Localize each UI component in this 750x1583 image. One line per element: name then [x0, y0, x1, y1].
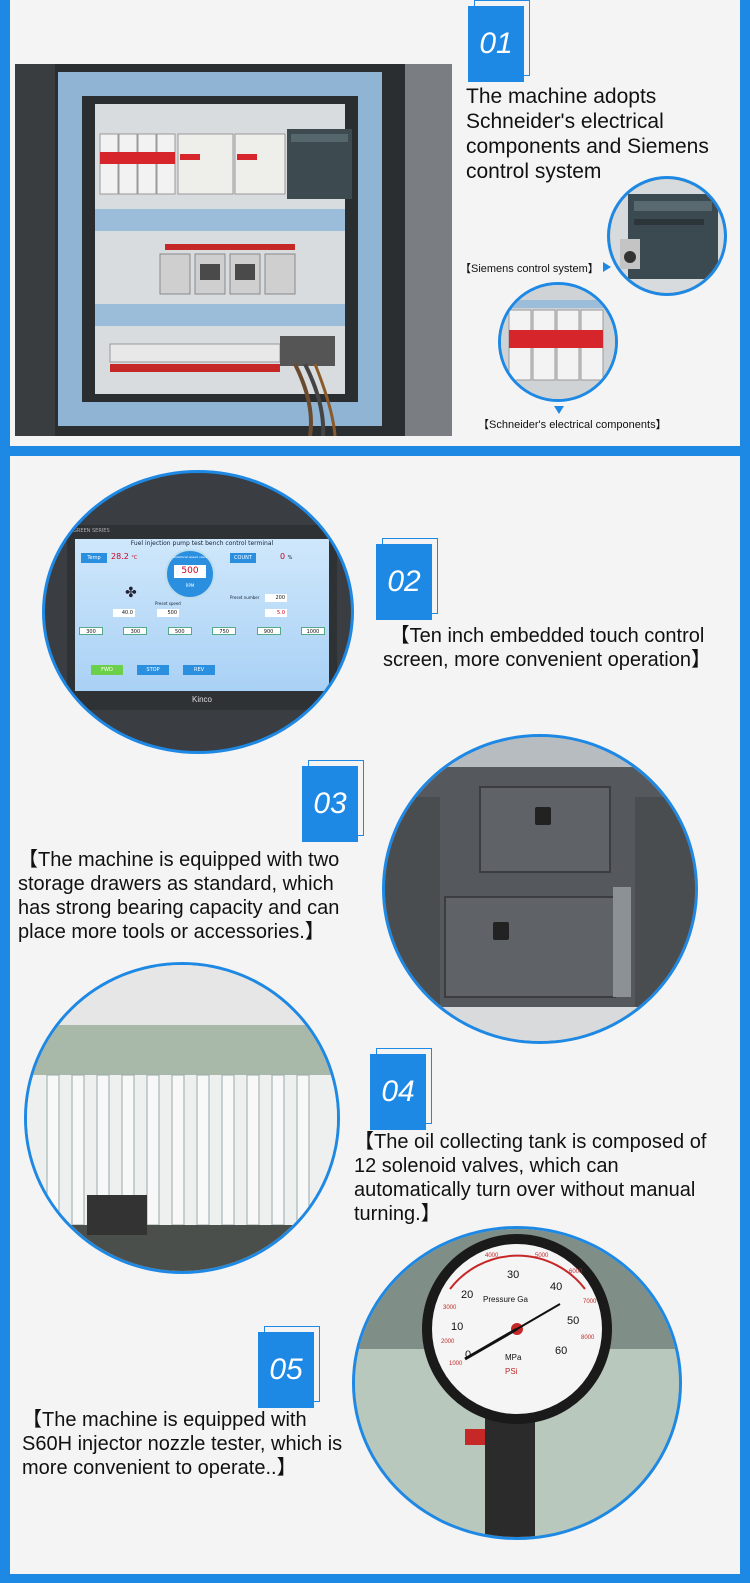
siemens-control-zoom-photo	[607, 176, 727, 296]
gauge-tick: 50	[567, 1315, 580, 1327]
preset-number-label: Preset number	[230, 595, 260, 600]
nozzle-tester-gauge-photo: Pressure Ga MPa PSi 0 10 20 30 40 50 60 …	[352, 1226, 682, 1540]
rotational-speed-label: Rotational speed value	[172, 555, 208, 559]
badge-number: 05	[258, 1332, 314, 1408]
temp-label: Temp	[81, 553, 107, 563]
rpm-unit: RPM	[185, 583, 195, 588]
screen-display: Fuel injection pump test bench control t…	[75, 539, 329, 691]
fwd-button[interactable]: FWD	[91, 665, 123, 675]
features-panel: GREEN SERIES Fuel injection pump test be…	[10, 456, 740, 1574]
gauge-psi-tick: 5000	[535, 1253, 549, 1259]
section-4-number-badge: 04	[370, 1048, 432, 1130]
gauge-psi-tick: 4000	[485, 1253, 499, 1259]
electrical-cabinet-photo	[15, 64, 452, 436]
rev-button[interactable]: REV	[183, 665, 215, 675]
siemens-arrow-icon	[603, 262, 611, 272]
speed-button[interactable]: 500	[167, 627, 192, 635]
temp-unit: °C	[131, 555, 138, 561]
schneider-caption: 【Schneider's electrical components】	[478, 419, 667, 431]
extra-value[interactable]: 5.0	[265, 609, 287, 617]
rpm-dial: Rotational speed value 500 RPM	[165, 549, 215, 599]
screen-brand-logo: Kinco	[191, 695, 212, 704]
gauge-psi-tick: 6000	[569, 1269, 583, 1275]
badge-number: 04	[370, 1054, 426, 1130]
count-unit: %	[287, 555, 293, 561]
fan-icon: ✤	[125, 585, 137, 601]
section-4-description: 【The oil collecting tank is composed of …	[354, 1131, 707, 1225]
preset-number-value[interactable]: 200	[265, 594, 287, 602]
speed-button[interactable]: 900	[256, 627, 281, 635]
section-1-number-badge: 01	[468, 0, 530, 82]
screen-series-label: GREEN SERIES	[73, 528, 110, 534]
badge-number: 01	[468, 6, 524, 82]
stop-button[interactable]: STOP	[137, 665, 169, 675]
section-5-description: 【The machine is equipped with S60H injec…	[22, 1409, 343, 1479]
speed-button[interactable]: 300	[123, 627, 148, 635]
gauge-tick: 40	[550, 1281, 563, 1293]
storage-drawers-photo	[382, 734, 698, 1044]
section-3-description: 【The machine is equipped with two storag…	[18, 849, 340, 943]
set-temp-value[interactable]: 40.0	[113, 609, 135, 617]
count-number: 0	[280, 552, 286, 561]
gauge-psi-tick: 1000	[449, 1361, 463, 1367]
gauge-tick: 0	[465, 1349, 472, 1361]
temp-number: 28.2	[111, 552, 129, 561]
gauge-psi-tick: 3000	[443, 1305, 457, 1311]
touch-screen-photo: GREEN SERIES Fuel injection pump test be…	[42, 470, 354, 754]
gauge-label: Pressure Ga	[483, 1295, 528, 1304]
gauge-tick: 20	[461, 1289, 474, 1301]
section-3-number-badge: 03	[302, 760, 364, 842]
temp-value: 28.2 °C	[111, 552, 137, 561]
speed-buttons: 300 300 500 750 900 1000	[79, 627, 325, 635]
section-1-description: The machine adopts Schneider's electrica…	[466, 85, 709, 183]
schneider-components-zoom-photo	[498, 282, 618, 402]
gauge-tick: 10	[451, 1321, 464, 1333]
speed-button[interactable]: 1000	[300, 627, 325, 635]
count-value: 0 %	[280, 552, 292, 561]
gauge-mpa-unit: MPa	[505, 1353, 522, 1362]
gauge-psi-unit: PSi	[505, 1367, 518, 1376]
preset-speed-value[interactable]: 500	[157, 609, 179, 617]
section-2-description: 【Ten inch embedded touch control screen,…	[383, 625, 711, 671]
oil-collecting-tank-photo	[24, 962, 340, 1274]
badge-number: 02	[376, 544, 432, 620]
preset-speed-label: Preset speed	[155, 601, 181, 606]
gauge-psi-tick: 2000	[441, 1339, 455, 1345]
badge-number: 03	[302, 766, 358, 842]
count-label: COUNT	[230, 553, 256, 563]
gauge-tick: 30	[507, 1269, 520, 1281]
speed-button[interactable]: 750	[212, 627, 237, 635]
schneider-arrow-icon	[554, 406, 564, 414]
rpm-value: 500	[174, 565, 206, 578]
section-1-panel: 01 The machine adopts Schneider's electr…	[10, 0, 740, 446]
speed-button[interactable]: 300	[79, 627, 103, 635]
siemens-caption: 【Siemens control system】	[460, 263, 599, 275]
gauge-tick: 60	[555, 1345, 568, 1357]
screen-title: Fuel injection pump test bench control t…	[130, 540, 274, 547]
screen-bezel: GREEN SERIES Fuel injection pump test be…	[67, 525, 337, 710]
gauge-psi-tick: 7000	[583, 1299, 597, 1305]
gauge-psi-tick: 8000	[581, 1335, 595, 1341]
section-5-number-badge: 05	[258, 1326, 320, 1408]
section-2-number-badge: 02	[376, 538, 438, 620]
